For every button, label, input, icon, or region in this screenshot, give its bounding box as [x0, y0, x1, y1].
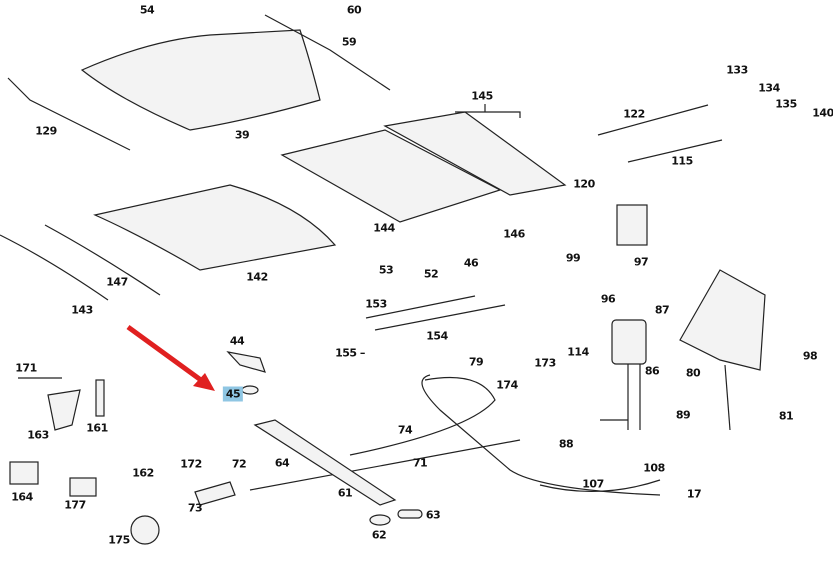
part-label-171: 171 — [15, 361, 37, 375]
part-label-107: 107 — [582, 477, 604, 491]
part-label-153: 153 — [365, 297, 387, 311]
part-label-46: 46 — [463, 256, 479, 270]
part-label-80: 80 — [685, 366, 701, 380]
part-label-162: 162 — [132, 466, 154, 480]
part-163-bracket — [47, 389, 81, 431]
part-label-133: 133 — [726, 63, 748, 77]
part-label-53: 53 — [378, 263, 394, 277]
part-label-87: 87 — [654, 303, 670, 317]
part-label-17: 17 — [686, 487, 702, 501]
part-147-rail — [0, 234, 109, 301]
part-label-72: 72 — [231, 457, 247, 471]
part-label-74: 74 — [397, 423, 413, 437]
part-label-145: 145 — [471, 89, 493, 103]
part-label-98: 98 — [802, 349, 818, 363]
part-label-88: 88 — [558, 437, 574, 451]
part-label-52: 52 — [423, 267, 439, 281]
part-129-seal — [7, 77, 131, 151]
part-177 — [69, 477, 97, 497]
part-label-61: 61 — [337, 486, 353, 500]
part-label-79: 79 — [468, 355, 484, 369]
part-label-175: 175 — [108, 533, 130, 547]
part-label-163: 163 — [27, 428, 49, 442]
part-label-143: 143 — [71, 303, 93, 317]
part-label-173: 173 — [534, 356, 556, 370]
red-arrow — [126, 324, 207, 386]
part-label-115: 115 — [671, 154, 693, 168]
part-label-73: 73 — [187, 501, 203, 515]
part-label-129: 129 — [35, 124, 57, 138]
part-122-strip — [597, 104, 709, 136]
part-label-147: 147 — [106, 275, 128, 289]
part-63 — [397, 509, 423, 519]
part-label-135: 135 — [775, 97, 797, 111]
part-label-96: 96 — [600, 292, 616, 306]
part-label-177: 177 — [64, 498, 86, 512]
part-label-114: 114 — [567, 345, 589, 359]
part-61-arm — [253, 419, 397, 506]
part-label-172: 172 — [180, 457, 202, 471]
part-label-64: 64 — [274, 456, 290, 470]
part-label-45: 45 — [222, 386, 244, 402]
part-label-97: 97 — [633, 255, 649, 269]
part-label-44: 44 — [229, 334, 245, 348]
part-label-155: 155 – — [335, 346, 365, 360]
part-161 — [95, 379, 105, 417]
part-44-bracket — [226, 351, 266, 373]
part-80-mechanism — [679, 269, 766, 371]
part-74-cable — [421, 374, 661, 496]
red-arrowhead — [193, 373, 215, 391]
part-label-174: 174 — [496, 378, 518, 392]
part-label-86: 86 — [644, 364, 660, 378]
part-label-81: 81 — [778, 409, 794, 423]
part-label-164: 164 — [11, 490, 33, 504]
part-164 — [9, 461, 39, 485]
part-115-bracket — [627, 139, 723, 163]
part-label-62: 62 — [371, 528, 387, 542]
part-label-63: 63 — [425, 508, 441, 522]
part-label-99: 99 — [565, 251, 581, 265]
part-seal-strip — [264, 14, 391, 91]
part-62 — [369, 514, 391, 526]
part-label-161: 161 — [86, 421, 108, 435]
part-label-122: 122 — [623, 107, 645, 121]
part-142-frame — [93, 184, 337, 271]
part-175 — [130, 515, 160, 545]
part-rail — [44, 224, 161, 296]
part-label-154: 154 — [426, 329, 448, 343]
part-label-134: 134 — [758, 81, 780, 95]
part-label-140: 140 — [812, 106, 833, 120]
part-73 — [194, 481, 236, 506]
part-label-89: 89 — [675, 408, 691, 422]
part-label-144: 144 — [373, 221, 395, 235]
part-label-39: 39 — [234, 128, 250, 142]
part-145-panel — [383, 111, 567, 196]
part-label-54: 54 — [139, 3, 155, 17]
part-153-strip — [365, 295, 476, 319]
part-86-motor — [611, 319, 647, 365]
part-label-71: 71 — [412, 456, 428, 470]
part-39-roof-panel — [80, 29, 321, 131]
part-154-strip — [374, 304, 506, 331]
part-45-clip — [241, 385, 259, 395]
part-label-146: 146 — [503, 227, 525, 241]
part-label-120: 120 — [573, 177, 595, 191]
part-label-60: 60 — [346, 3, 362, 17]
part-label-142: 142 — [246, 270, 268, 284]
part-label-108: 108 — [643, 461, 665, 475]
part-label-59: 59 — [341, 35, 357, 49]
part-97-mechanism — [616, 204, 648, 246]
